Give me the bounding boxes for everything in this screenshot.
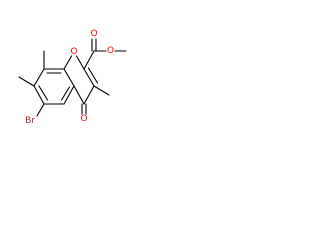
atom-label-ester-ether-oxygen: O — [107, 46, 114, 56]
atom-label-ester-carbonyl-oxygen: O — [90, 29, 97, 39]
atom-label-bromine: Br — [25, 116, 35, 126]
bond-c3-c4 — [83, 85, 95, 105]
bond-c8a-c4a — [63, 68, 75, 87]
bond-c7-c8 — [33, 68, 45, 87]
bond-c6-br — [36, 103, 45, 117]
bond-c4a-c5-inner — [60, 86, 71, 101]
atom-label-ring-oxygen: O — [70, 47, 77, 57]
bond-c2-c3-inner — [87, 67, 99, 84]
bond-c7-methyl — [18, 76, 35, 87]
bond-c2-c3 — [83, 68, 95, 87]
molecule-structure: Br O O O O — [18, 29, 127, 126]
structure-canvas: Br O O O O — [0, 0, 152, 152]
bond-c2-ester-c — [83, 50, 95, 70]
bond-c6-c7 — [33, 85, 45, 105]
bond-c6-c7-inner — [38, 85, 49, 101]
bond-c3-methyl — [93, 85, 110, 96]
label-layer: Br O O O O — [25, 29, 114, 126]
bond-layer — [18, 38, 127, 117]
atom-label-ketone-oxygen: O — [80, 114, 87, 124]
bond-c8a-o1 — [63, 55, 73, 70]
bond-c4-c4a — [73, 85, 85, 105]
bond-c4a-c5 — [63, 85, 75, 105]
bond-o1-c2 — [75, 55, 85, 70]
